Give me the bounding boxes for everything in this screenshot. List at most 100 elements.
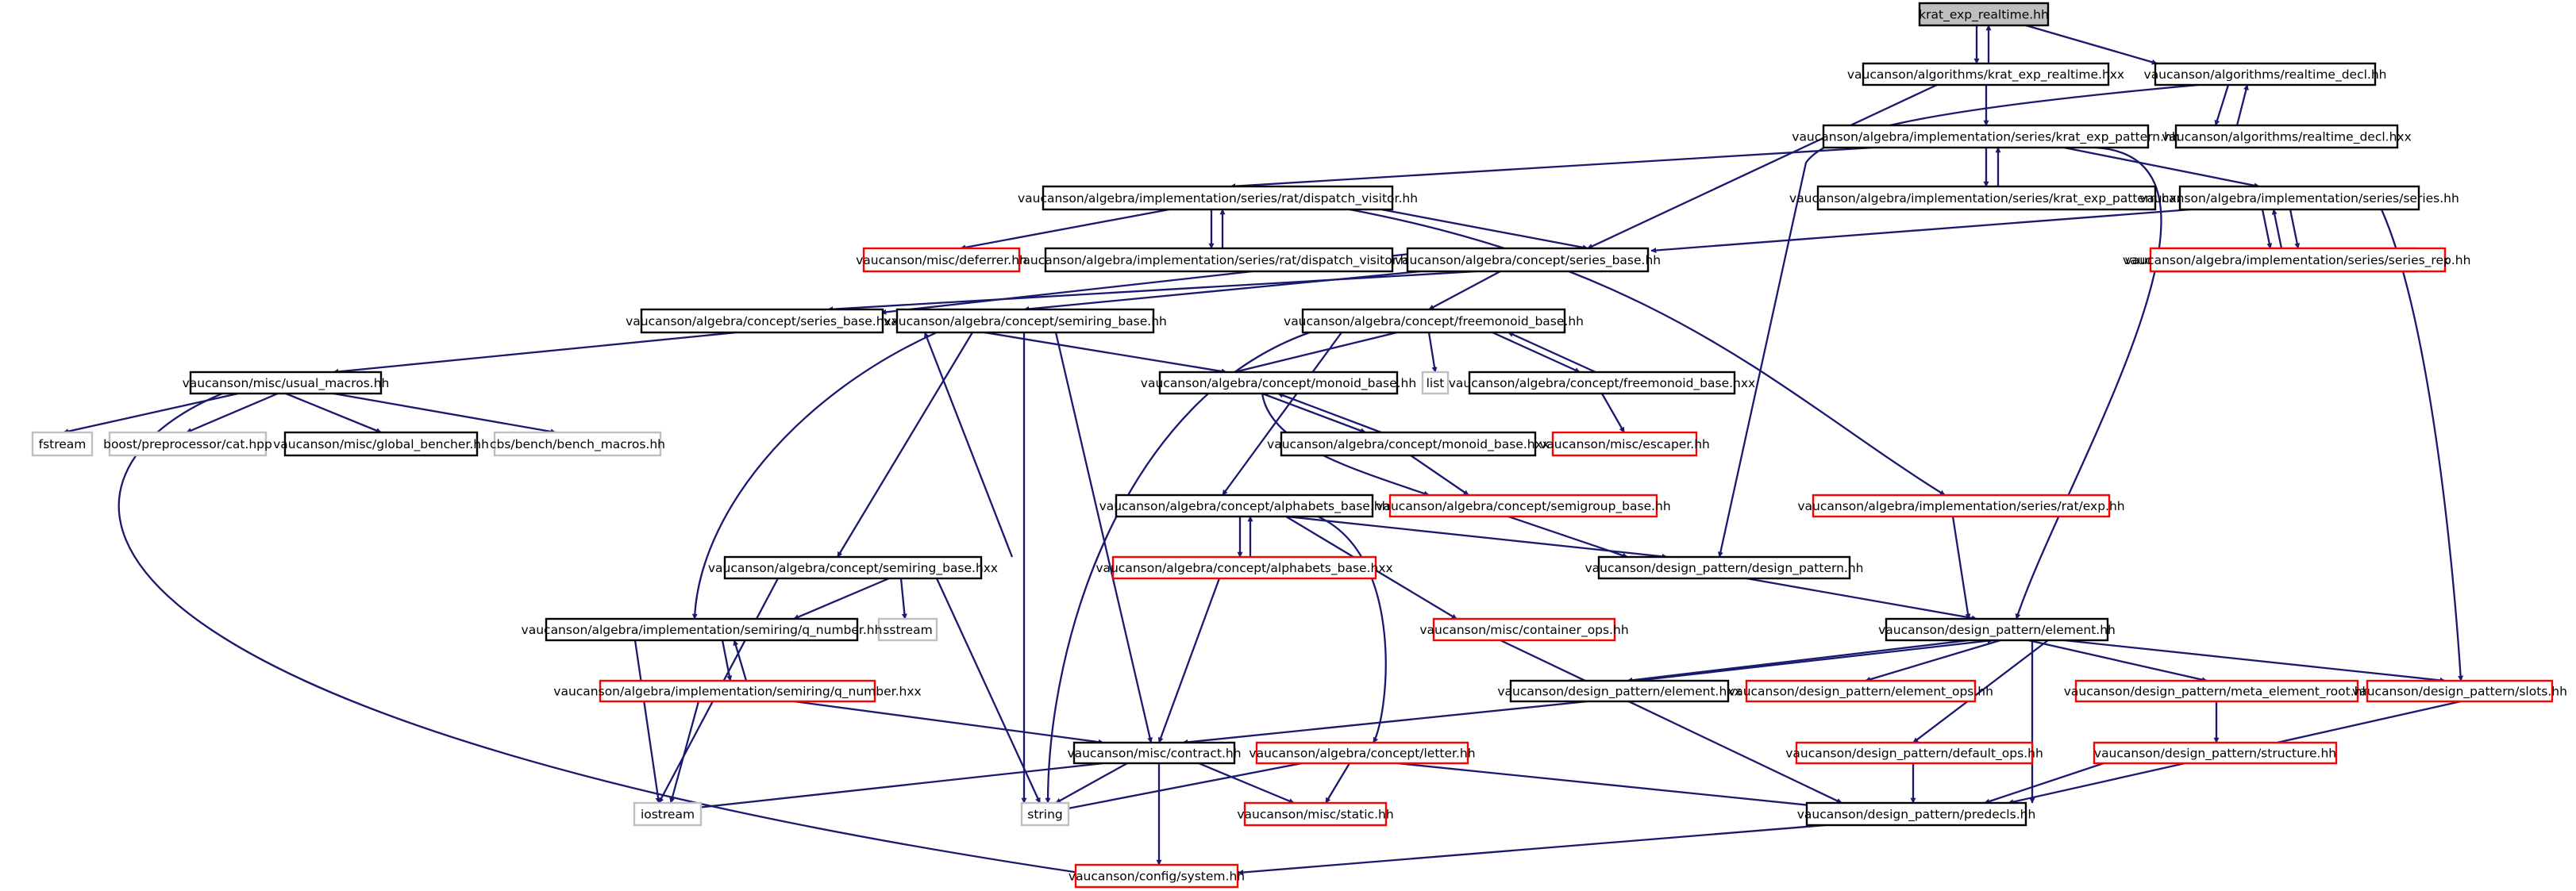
include-edge xyxy=(1627,639,1970,683)
node-structure[interactable]: vaucanson/design_pattern/structure.hh xyxy=(2093,741,2338,765)
include-edge xyxy=(1325,762,1350,804)
node-system[interactable]: vaucanson/config/system.hh xyxy=(1069,863,1245,889)
node-label: vaucanson/algebra/implementation/series/… xyxy=(1015,253,1423,268)
node-series-rep[interactable]: vaucanson/algebra/implementation/series/… xyxy=(2125,247,2471,273)
node-mb-hh[interactable]: vaucanson/algebra/concept/monoid_base.hh xyxy=(1141,371,1416,395)
node-sstream: sstream xyxy=(877,617,938,642)
include-edge xyxy=(333,392,556,435)
node-label: vaucanson/design_pattern/predecls.hh xyxy=(1797,808,2036,823)
node-elem-hxx[interactable]: vaucanson/design_pattern/element.hxx xyxy=(1497,679,1742,703)
node-srb-hxx[interactable]: vaucanson/algebra/concept/semiring_base.… xyxy=(708,555,998,580)
node-sb-hxx[interactable]: vaucanson/algebra/concept/series_base.hx… xyxy=(626,308,899,334)
node-label: vaucanson/design_pattern/slots.hh xyxy=(2352,685,2567,700)
node-box xyxy=(1255,741,1469,765)
node-deferrer[interactable]: vaucanson/misc/deferrer.hh xyxy=(856,247,1027,273)
include-edge xyxy=(1650,208,2192,254)
node-usual-macros[interactable]: vaucanson/misc/usual_macros.hh xyxy=(183,371,390,395)
node-meta-root[interactable]: vaucanson/design_pattern/meta_element_ro… xyxy=(2064,679,2370,703)
node-box xyxy=(2093,741,2338,765)
node-mb-hxx[interactable]: vaucanson/algebra/concept/monoid_base.hx… xyxy=(1267,431,1550,457)
node-box xyxy=(1020,801,1070,827)
node-label: vaucanson/algebra/concept/freemonoid_bas… xyxy=(1449,376,1755,391)
include-edge xyxy=(1234,331,1398,374)
node-srb-hh[interactable]: vaucanson/algebra/concept/semiring_base.… xyxy=(884,308,1167,334)
node-box xyxy=(1918,2,2050,27)
node-dv-hxx[interactable]: vaucanson/algebra/implementation/series/… xyxy=(1015,247,1423,273)
node-elem-hh[interactable]: vaucanson/design_pattern/element.hh xyxy=(1878,617,2116,642)
node-box xyxy=(1280,431,1537,457)
node-box xyxy=(1885,617,2109,642)
include-edge xyxy=(2235,84,2249,126)
node-cbs-macros: cbs/bench/bench_macros.hh xyxy=(490,431,665,457)
node-rat-exp[interactable]: vaucanson/algebra/implementation/series/… xyxy=(1797,494,2125,518)
node-slots[interactable]: vaucanson/design_pattern/slots.hh xyxy=(2352,679,2567,703)
node-alg-rt-decl[interactable]: vaucanson/algorithms/realtime_decl.hh xyxy=(2144,62,2387,86)
node-root[interactable]: krat_exp_realtime.hh xyxy=(1918,2,2050,27)
node-contract[interactable]: vaucanson/misc/contract.hh xyxy=(1067,741,1242,765)
node-label: list xyxy=(1427,376,1445,390)
node-label: vaucanson/algorithms/realtime_decl.hh xyxy=(2144,67,2387,83)
node-box xyxy=(1822,124,2150,149)
node-fmb-hxx[interactable]: vaucanson/algebra/concept/freemonoid_bas… xyxy=(1449,371,1755,395)
node-static[interactable]: vaucanson/misc/static.hh xyxy=(1237,801,1394,827)
node-letter[interactable]: vaucanson/algebra/concept/letter.hh xyxy=(1249,741,1476,765)
node-label: vaucanson/algorithms/krat_exp_realtime.h… xyxy=(1847,67,2124,83)
node-escaper[interactable]: vaucanson/misc/escaper.hh xyxy=(1539,431,1710,457)
node-kep-hh[interactable]: vaucanson/algebra/implementation/series/… xyxy=(1792,124,2180,149)
node-box xyxy=(877,617,938,642)
node-box xyxy=(1044,247,1394,273)
node-global-bencher[interactable]: vaucanson/misc/global_bencher.hh xyxy=(273,431,489,457)
edges-layer xyxy=(63,24,2464,875)
node-qn-hh[interactable]: vaucanson/algebra/implementation/semirin… xyxy=(522,617,883,642)
include-edge xyxy=(1380,208,1588,251)
node-box xyxy=(2154,62,2377,86)
node-kep-hxx[interactable]: vaucanson/algebra/implementation/series/… xyxy=(1789,185,2184,211)
node-default-ops[interactable]: vaucanson/design_pattern/default_ops.hh xyxy=(1785,741,2043,765)
node-label: boost/preprocessor/cat.hpp xyxy=(103,437,272,451)
include-edge xyxy=(682,762,1104,812)
node-label: vaucanson/misc/static.hh xyxy=(1237,808,1393,822)
node-label: vaucanson/algebra/implementation/series/… xyxy=(1018,191,1418,206)
node-box xyxy=(283,431,479,457)
node-sgb-hh[interactable]: vaucanson/algebra/concept/semigroup_base… xyxy=(1376,494,1671,518)
node-predecls[interactable]: vaucanson/design_pattern/predecls.hh xyxy=(1797,801,2036,827)
node-dp-hh[interactable]: vaucanson/design_pattern/design_pattern.… xyxy=(1585,555,1864,580)
include-edge xyxy=(2015,146,2162,620)
node-dv-hh[interactable]: vaucanson/algebra/implementation/series/… xyxy=(1018,185,1418,211)
node-label: vaucanson/algebra/concept/freemonoid_bas… xyxy=(1284,314,1584,329)
include-edge xyxy=(1984,762,2104,805)
node-series-hh[interactable]: vaucanson/algebra/implementation/series/… xyxy=(2139,185,2459,211)
include-edge xyxy=(1746,577,1977,621)
node-box xyxy=(545,617,859,642)
node-box xyxy=(1551,431,1698,457)
node-box xyxy=(1795,741,2034,765)
node-label: vaucanson/design_pattern/default_ops.hh xyxy=(1785,747,2043,762)
node-iostream: iostream xyxy=(633,801,703,827)
node-container-ops[interactable]: vaucanson/misc/container_ops.hh xyxy=(1419,617,1629,642)
node-alg-krat-hxx[interactable]: vaucanson/algorithms/krat_exp_realtime.h… xyxy=(1847,62,2124,86)
node-fmb-hh[interactable]: vaucanson/algebra/concept/freemonoid_bas… xyxy=(1284,308,1584,334)
include-edge xyxy=(186,392,279,434)
node-label: vaucanson/misc/contract.hh xyxy=(1067,747,1241,761)
include-edge xyxy=(63,392,239,435)
include-edge xyxy=(1238,824,1827,875)
node-box xyxy=(1468,371,1736,395)
node-fstream: fstream xyxy=(31,431,94,457)
include-edge xyxy=(1182,700,1588,745)
node-box xyxy=(1816,185,2157,211)
node-ab-hxx[interactable]: vaucanson/algebra/concept/alphabets_base… xyxy=(1095,555,1393,580)
node-alg-rt-decl-hxx[interactable]: vaucanson/algorithms/realtime_decl.hxx xyxy=(2162,124,2412,149)
include-edge xyxy=(1157,578,1221,743)
node-boost-cat: boost/preprocessor/cat.hpp xyxy=(103,431,272,457)
include-edge xyxy=(1317,515,1387,743)
include-edge xyxy=(633,639,661,804)
node-ab-hh[interactable]: vaucanson/algebra/concept/alphabets_base… xyxy=(1099,494,1390,518)
node-qn-hxx[interactable]: vaucanson/algebra/implementation/semirin… xyxy=(553,679,922,703)
node-sb-hh[interactable]: vaucanson/algebra/concept/series_base.hh xyxy=(1395,247,1661,273)
node-label: vaucanson/misc/container_ops.hh xyxy=(1419,623,1628,638)
include-edge xyxy=(1865,639,2001,682)
include-edge xyxy=(1063,762,1303,812)
node-elem-ops[interactable]: vaucanson/design_pattern/element_ops.hh xyxy=(1728,679,1993,703)
node-label: vaucanson/misc/usual_macros.hh xyxy=(183,376,390,391)
